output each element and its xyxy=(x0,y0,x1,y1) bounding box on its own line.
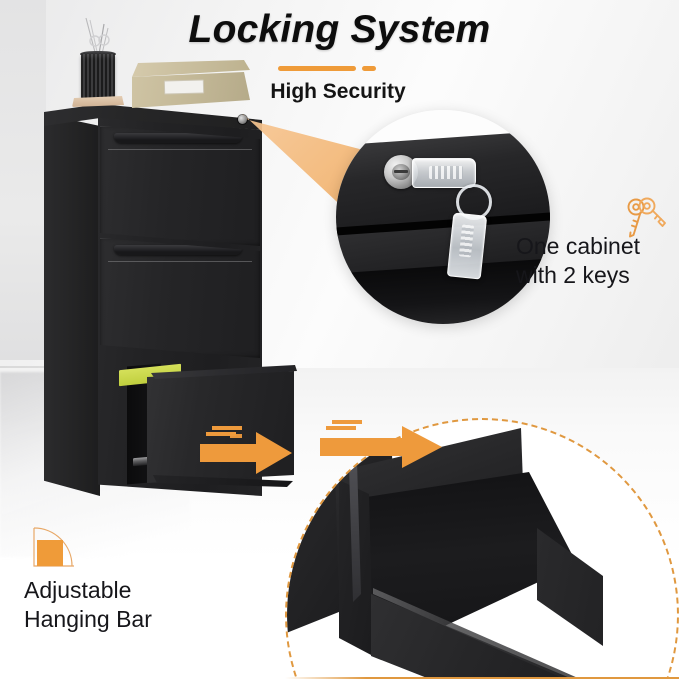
keys-callout-line2: with 2 keys xyxy=(516,262,630,288)
background-left-panel xyxy=(0,0,46,360)
adjustable-bar-icon xyxy=(33,527,74,567)
keys-callout-text: One cabinet with 2 keys xyxy=(516,232,679,290)
lock-closeup-circle xyxy=(336,110,550,324)
scissors-icon xyxy=(85,17,110,57)
hanging-bar-line2: Hanging Bar xyxy=(24,606,152,632)
keys-callout-line1: One cabinet xyxy=(516,233,641,259)
lock-keyway-slot xyxy=(394,170,408,173)
divider-bar-long xyxy=(278,66,356,71)
inserted-key-icon xyxy=(412,158,476,188)
drawer-handle xyxy=(114,245,242,255)
title-divider xyxy=(278,66,376,71)
cabinet-side-panel xyxy=(44,114,100,496)
drawer-seam xyxy=(108,149,252,150)
page-title: Locking System xyxy=(188,8,491,51)
drawer-closeup-baseline xyxy=(285,677,679,679)
pen-holder-coaster xyxy=(72,96,124,107)
cabinet-drawer-1 xyxy=(100,126,260,246)
pen-holder-cup xyxy=(81,54,115,100)
storage-box xyxy=(128,60,250,108)
divider-bar-short xyxy=(362,66,376,71)
storage-box-label xyxy=(163,79,205,95)
spare-key-icon xyxy=(446,212,488,280)
cabinet-lock-icon xyxy=(238,115,247,124)
hanging-bar-callout-text: Adjustable Hanging Bar xyxy=(24,576,234,634)
cabinet-drawer-2 xyxy=(100,238,260,358)
open-drawer xyxy=(119,363,305,491)
drawer-seam xyxy=(108,261,252,262)
two-keys-icon xyxy=(627,197,666,238)
direction-arrows xyxy=(200,420,442,474)
pen-holder xyxy=(72,17,124,110)
hanging-bar-line1: Adjustable xyxy=(24,577,132,603)
drawer-closeup-circle xyxy=(285,418,679,679)
page-subtitle: High Security xyxy=(270,80,406,103)
drawer-handle xyxy=(114,133,242,143)
